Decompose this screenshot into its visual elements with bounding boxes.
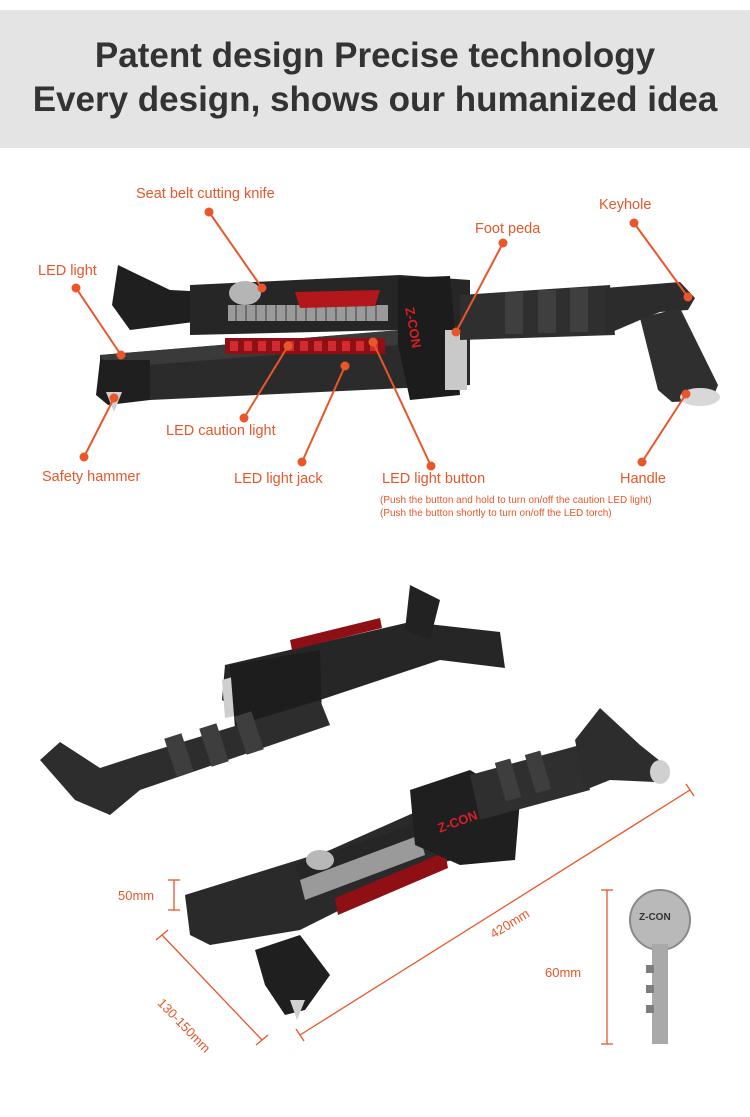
dimension-lines [155,783,695,1046]
callout-lines [71,207,693,471]
top-product-illustration [71,207,720,471]
label-safety-hammer: Safety hammer [42,469,141,485]
label-foot-pedal: Foot peda [475,221,541,237]
button-note-2: (Push the button shortly to turn on/off … [380,508,612,519]
dimension-height: 50mm [118,888,155,903]
dimension-length: 420mm [487,905,533,942]
dimension-key-length: 60mm [545,965,582,980]
label-led-caution-light: LED caution light [166,423,276,439]
button-note-1: (Push the button and hold to turn on/off… [380,495,652,506]
label-led-light-jack: LED light jack [234,471,323,487]
header-banner: Patent design Precise technology Every d… [0,10,750,148]
label-handle: Handle [620,471,666,487]
label-led-light-button: LED light button [382,471,486,487]
tool-front-view [185,708,670,1020]
label-seat-belt-knife: Seat belt cutting knife [136,186,275,202]
headline-line-2: Every design, shows our humanized idea [32,80,718,119]
dimension-width: 130-150mm [154,995,214,1056]
headline-line-1: Patent design Precise technology [94,36,656,75]
label-led-light: LED light [38,263,97,279]
label-keyhole: Keyhole [599,197,652,213]
brand-logo-bottom: Z-CON [435,807,480,836]
tool-back-view [40,585,505,815]
key-brand: Z-CON [639,912,671,923]
